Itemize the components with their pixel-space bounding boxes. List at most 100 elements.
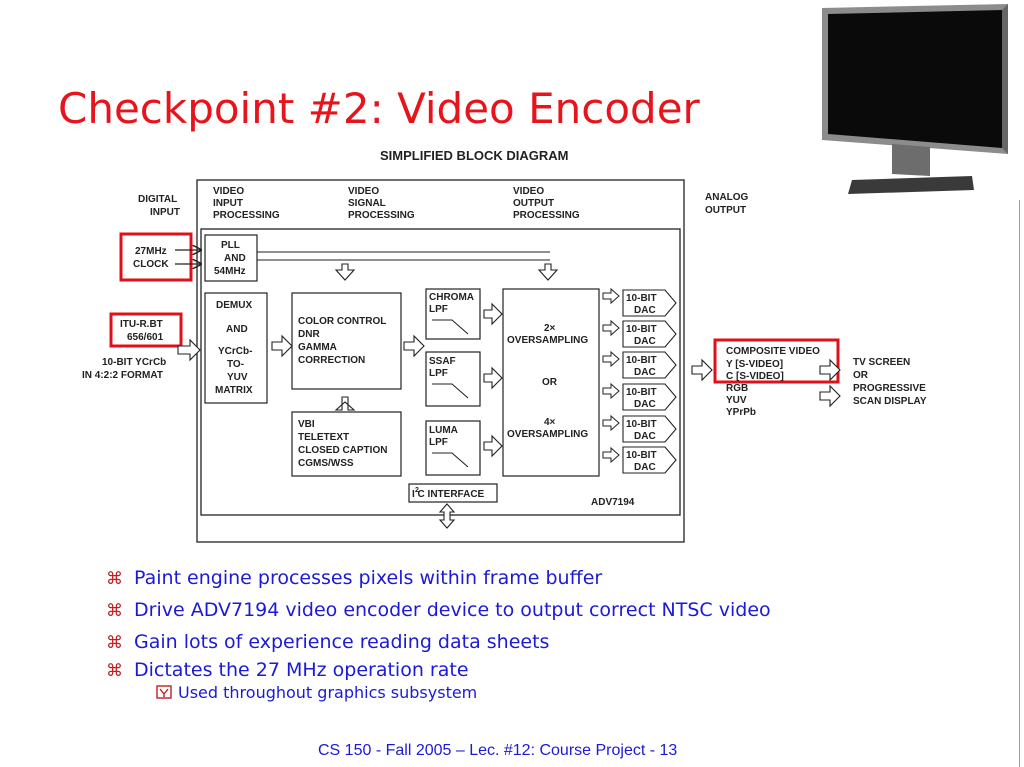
svg-text:10-BIT: 10-BIT — [626, 355, 657, 366]
bullet-item: ⌘Dictates the 27 MHz operation rate — [106, 659, 469, 681]
chip-label: ADV7194 — [591, 497, 635, 508]
display-label: TV SCREEN — [853, 357, 910, 368]
svg-text:DAC: DAC — [634, 399, 656, 410]
slide-footer: CS 150 - Fall 2005 – Lec. #12: Course Pr… — [318, 742, 678, 759]
bullet-marker-icon: ⌘ — [106, 601, 123, 621]
svg-text:54MHz: 54MHz — [214, 266, 246, 277]
clock-highlight — [119, 232, 193, 282]
col-header-input: PROCESSING — [213, 210, 280, 221]
svg-text:SSAF: SSAF — [429, 356, 456, 367]
bullet-marker-icon: ⌘ — [106, 569, 123, 589]
output-highlight — [713, 338, 840, 384]
sub-bullet-item: Used throughout graphics subsystem — [106, 682, 771, 708]
svg-text:2×: 2× — [544, 323, 556, 334]
col-header-input: INPUT — [213, 198, 243, 209]
svg-text:CHROMA: CHROMA — [429, 292, 474, 303]
oversampling-block — [502, 288, 600, 477]
bullet-item: ⌘Gain lots of experience reading data sh… — [106, 626, 771, 658]
itu-label: 656/601 — [127, 332, 164, 343]
bullet-marker-icon: ⌘ — [106, 633, 123, 653]
svg-text:YCrCb-: YCrCb- — [218, 346, 252, 357]
svg-text:DAC: DAC — [634, 336, 656, 347]
col-header-signal: PROCESSING — [348, 210, 415, 221]
svg-text:LPF: LPF — [429, 368, 448, 379]
col-header-signal: SIGNAL — [348, 198, 386, 209]
block-diagram: SIMPLIFIED BLOCK DIAGRAM DIGITAL INPUT V… — [82, 148, 927, 543]
svg-text:DNR: DNR — [298, 329, 320, 340]
bullet-marker-icon: ⌘ — [106, 661, 123, 681]
svg-text:YUV: YUV — [227, 372, 248, 383]
chip-outline — [196, 179, 685, 543]
svg-text:LPF: LPF — [429, 437, 448, 448]
svg-text:10-BIT: 10-BIT — [626, 293, 657, 304]
svg-text:COLOR CONTROL: COLOR CONTROL — [298, 316, 386, 327]
svg-text:DAC: DAC — [634, 367, 656, 378]
col-header-output: PROCESSING — [513, 210, 580, 221]
itu-highlight — [109, 312, 183, 348]
vbi-block — [291, 411, 402, 477]
color-control-block — [291, 292, 402, 390]
col-header-output: OUTPUT — [513, 198, 554, 209]
col-header-output: VIDEO — [513, 186, 544, 197]
svg-text:10-BIT: 10-BIT — [626, 450, 657, 461]
svg-text:TELETEXT: TELETEXT — [298, 432, 349, 443]
chip-inner-outline — [200, 228, 681, 516]
svg-text:CLOSED CAPTION: CLOSED CAPTION — [298, 445, 387, 456]
pll-block — [204, 234, 258, 282]
bullet-list: ⌘Paint engine processes pixels within fr… — [106, 562, 771, 708]
svg-text:PLL: PLL — [221, 240, 240, 251]
demux-block — [204, 292, 268, 404]
slide-title: Checkpoint #2: Video Encoder — [58, 84, 700, 133]
digital-input-label: DIGITAL — [138, 194, 177, 205]
svg-text:GAMMA: GAMMA — [298, 342, 337, 353]
digital-input-label: INPUT — [150, 207, 180, 218]
svg-text:DAC: DAC — [634, 462, 656, 473]
checkbox-marker-icon — [156, 683, 172, 699]
ssaf-lpf-block — [425, 351, 481, 407]
svg-text:YUV: YUV — [726, 395, 747, 406]
clock-label: CLOCK — [133, 259, 169, 270]
svg-text:VBI: VBI — [298, 419, 315, 430]
svg-text:OVERSAMPLING: OVERSAMPLING — [507, 429, 588, 440]
svg-text:COMPOSITE VIDEO: COMPOSITE VIDEO — [726, 346, 820, 357]
svg-text:I C INTERFACE: I C INTERFACE — [412, 489, 485, 500]
svg-text:DAC: DAC — [634, 305, 656, 316]
svg-text:Y [S-VIDEO]: Y [S-VIDEO] — [726, 359, 783, 370]
svg-text:YPrPb: YPrPb — [726, 407, 756, 418]
svg-text:AND: AND — [224, 253, 246, 264]
col-header-signal: VIDEO — [348, 186, 379, 197]
svg-text:DAC: DAC — [634, 431, 656, 442]
diagram-heading: SIMPLIFIED BLOCK DIAGRAM — [380, 148, 569, 163]
svg-text:CGMS/WSS: CGMS/WSS — [298, 458, 354, 469]
chroma-lpf-block — [425, 288, 481, 340]
monitor-image — [822, 4, 1008, 194]
display-label: OR — [853, 370, 869, 381]
svg-text:LPF: LPF — [429, 304, 448, 315]
svg-text:TO-: TO- — [227, 359, 244, 370]
itu-label: ITU-R.BT — [120, 319, 163, 330]
svg-text:OR: OR — [542, 377, 558, 388]
clock-label: 27MHz — [135, 246, 167, 257]
i2c-sup: 2 — [415, 487, 419, 494]
svg-text:10-BIT: 10-BIT — [626, 324, 657, 335]
svg-text:10-BIT: 10-BIT — [626, 419, 657, 430]
ycrcb-label: 10-BIT YCrCb — [102, 357, 166, 368]
i2c-interface-block — [408, 483, 498, 503]
svg-text:AND: AND — [226, 324, 248, 335]
bullet-item: ⌘Paint engine processes pixels within fr… — [106, 562, 771, 594]
svg-text:10-BIT: 10-BIT — [626, 387, 657, 398]
svg-text:C [S-VIDEO]: C [S-VIDEO] — [726, 371, 784, 382]
col-header-input: VIDEO — [213, 186, 244, 197]
svg-text:OVERSAMPLING: OVERSAMPLING — [507, 335, 588, 346]
luma-lpf-block — [425, 420, 481, 476]
ycrcb-label: IN 4:2:2 FORMAT — [82, 370, 163, 381]
col-header-analog: ANALOG — [705, 192, 749, 203]
col-header-analog: OUTPUT — [705, 205, 746, 216]
bullet-item: ⌘Drive ADV7194 video encoder device to o… — [106, 594, 771, 626]
slide-edge-line — [1019, 200, 1020, 767]
